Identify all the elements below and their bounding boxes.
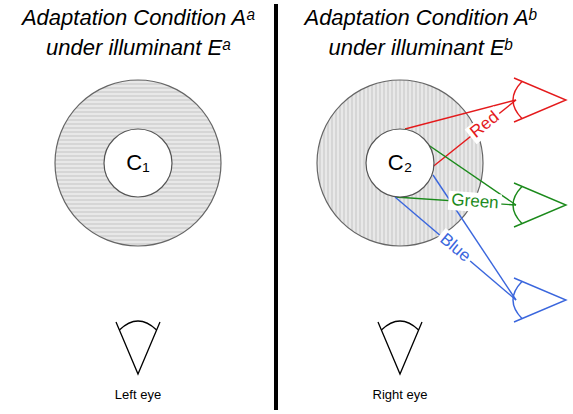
observer-eye: Left eye bbox=[108, 318, 168, 403]
channel-label: Green bbox=[448, 191, 502, 213]
eye-cornea bbox=[513, 186, 522, 223]
test-field-circle: C₁ bbox=[103, 128, 173, 198]
eye-outline bbox=[514, 278, 566, 322]
eye-label: Right eye bbox=[373, 388, 428, 403]
divider-line bbox=[274, 4, 278, 410]
eye-symbol bbox=[513, 278, 566, 322]
eye-symbol bbox=[513, 183, 566, 227]
eye-symbol bbox=[376, 318, 424, 376]
eye-outline bbox=[116, 322, 160, 374]
eye-cornea bbox=[119, 321, 156, 330]
circle-shape bbox=[104, 129, 172, 197]
eye-label: Left eye bbox=[115, 388, 161, 403]
blue-channel-line bbox=[433, 175, 516, 300]
eye-cornea bbox=[513, 281, 522, 318]
eye-outline bbox=[514, 183, 566, 227]
field-label: C₂ bbox=[388, 150, 412, 175]
eye-cornea bbox=[513, 81, 522, 118]
channel-label: Blue bbox=[434, 228, 477, 268]
eye-symbol bbox=[513, 78, 566, 122]
surround-annulus bbox=[55, 80, 221, 246]
test-field-circle: C₂ bbox=[365, 128, 435, 198]
circle-shape bbox=[366, 129, 434, 197]
eye-outline bbox=[378, 322, 422, 374]
observer-eye: Right eye bbox=[369, 318, 432, 403]
panel-heading: Adaptation Condition Aᵃ under illuminant… bbox=[3, 3, 273, 63]
eye-symbol bbox=[114, 318, 162, 376]
eye-cornea bbox=[381, 321, 418, 330]
eye-outline bbox=[514, 78, 566, 122]
panel-heading: Adaptation Condition Aᵇ under illuminant… bbox=[285, 3, 555, 63]
field-label: C₁ bbox=[126, 150, 149, 175]
surround-annulus bbox=[317, 80, 483, 246]
